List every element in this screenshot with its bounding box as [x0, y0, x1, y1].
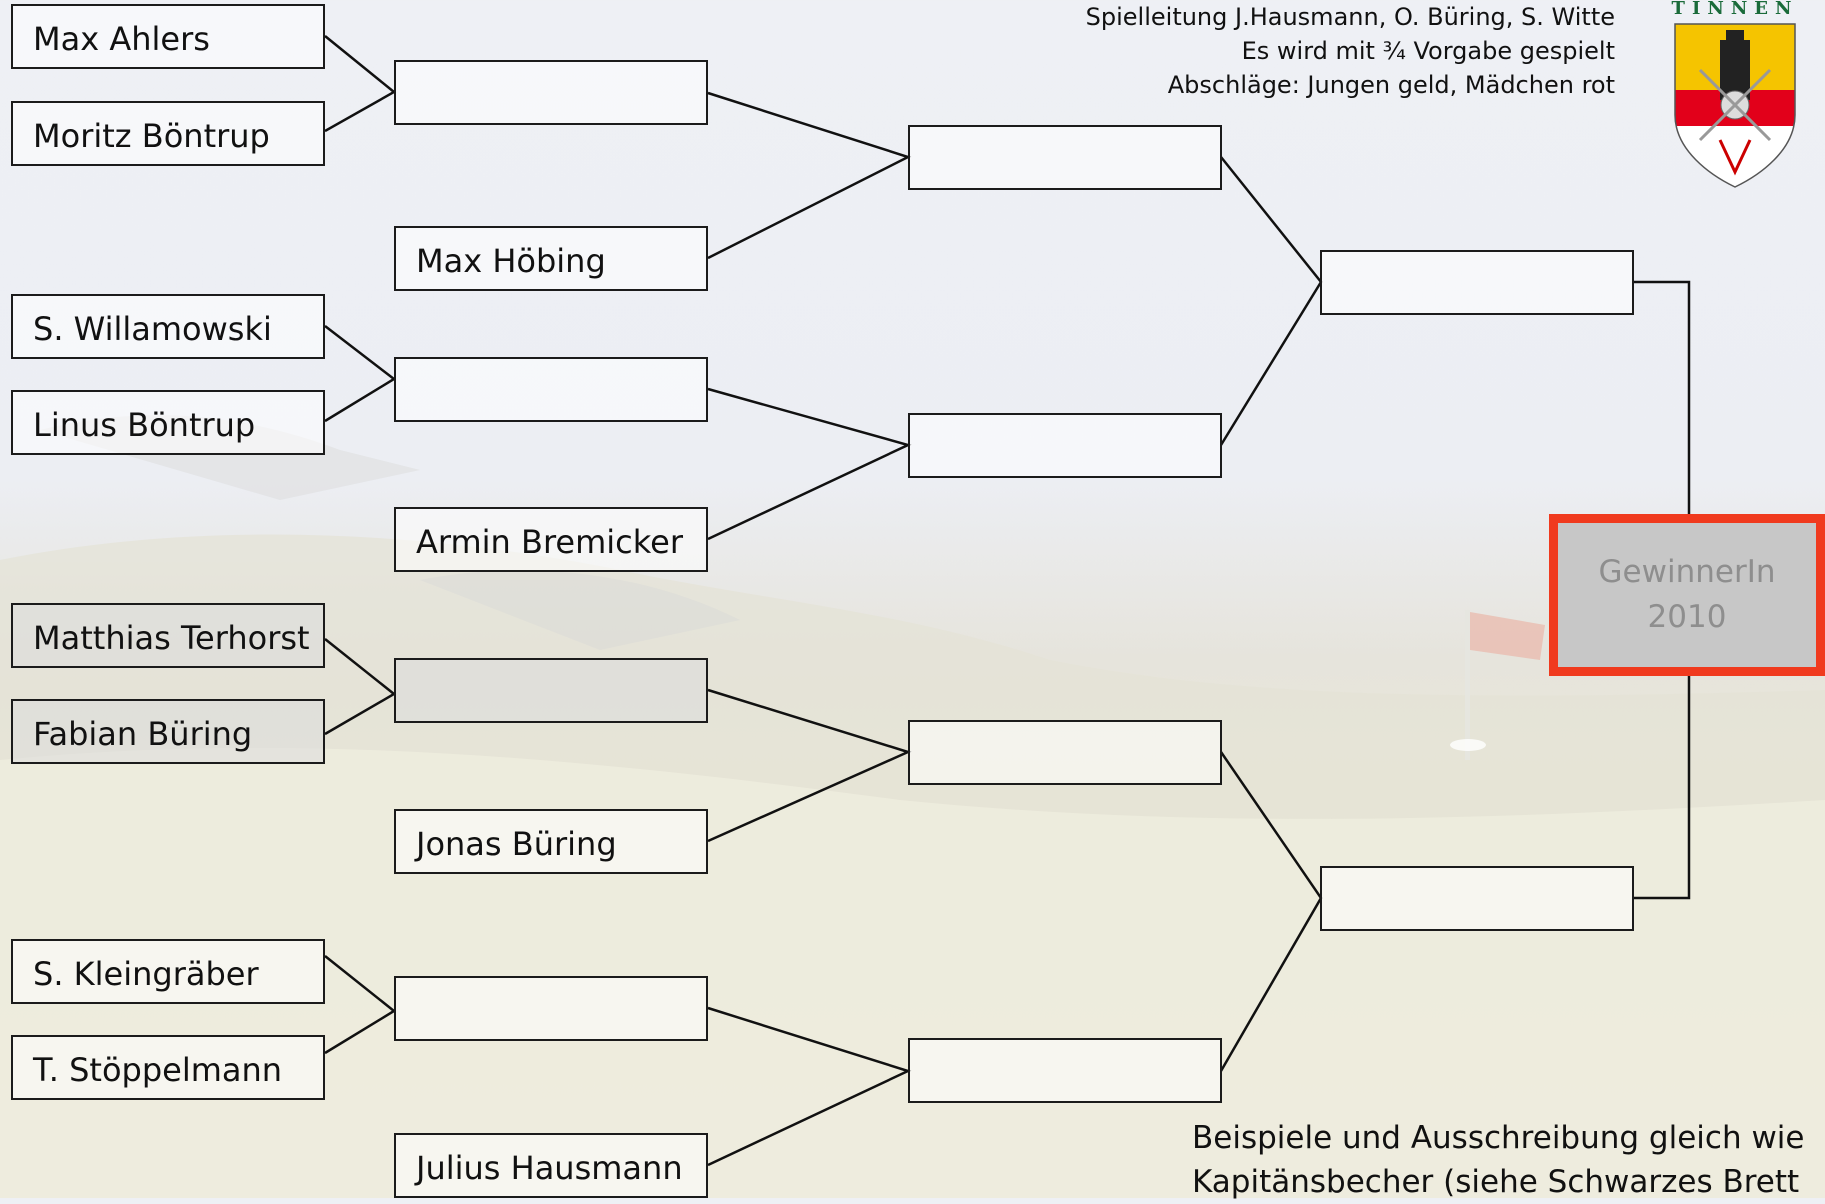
r2-slot-3[interactable]	[394, 658, 708, 723]
connector-r1-c	[324, 638, 397, 736]
info-handicap: Es wird mit ¾ Vorgabe gespielt	[1241, 37, 1615, 65]
qf-slot-2[interactable]	[908, 413, 1222, 478]
r2-player-1[interactable]: Max Höbing	[394, 226, 708, 291]
tournament-info: Spielleitung J.Hausmann, O. Büring, S. W…	[1086, 0, 1615, 102]
r2-slot-4[interactable]	[394, 976, 708, 1041]
winner-label: GewinnerIn	[1598, 554, 1776, 590]
connector-sf-b	[1634, 676, 1691, 900]
winner-year: 2010	[1647, 599, 1727, 635]
connector-r1-d	[324, 955, 397, 1055]
qf-slot-1[interactable]	[908, 125, 1222, 190]
r2-player-3[interactable]: Jonas Büring	[394, 809, 708, 874]
qf-slot-4[interactable]	[908, 1038, 1222, 1103]
r1-player-3[interactable]: S. Willamowski	[11, 294, 325, 359]
connector-r2-d	[707, 1006, 912, 1167]
footer-line-2: Kapitänsbecher (siehe Schwarzes Brett	[1192, 1164, 1800, 1200]
r1-player-2[interactable]: Moritz Böntrup	[11, 101, 325, 166]
connector-qf-a	[1219, 156, 1323, 446]
crest-text: TINNEN	[1671, 0, 1799, 19]
qf-slot-3[interactable]	[908, 720, 1222, 785]
r1-player-7[interactable]: S. Kleingräber	[11, 939, 325, 1004]
sf-slot-2[interactable]	[1320, 866, 1634, 931]
connector-r2-c	[707, 688, 912, 843]
r2-player-2[interactable]: Armin Bremicker	[394, 507, 708, 572]
r2-slot-1[interactable]	[394, 60, 708, 125]
connector-r1-b	[324, 325, 397, 423]
r2-player-4[interactable]: Julius Hausmann	[394, 1133, 708, 1198]
club-crest: TINNEN	[1660, 0, 1810, 190]
r1-player-6[interactable]: Fabian Büring	[11, 699, 325, 764]
winner-box[interactable]: GewinnerIn 2010	[1549, 514, 1825, 676]
crest-shield-icon	[1674, 23, 1796, 188]
connector-r2-b	[707, 387, 912, 541]
connector-sf-a	[1634, 280, 1691, 516]
connector-qf-b	[1219, 751, 1323, 1072]
footer-note: Beispiele und Ausschreibung gleich wie K…	[1192, 1116, 1805, 1204]
info-tees: Abschläge: Jungen geld, Mädchen rot	[1167, 71, 1615, 99]
connector-r2-a	[707, 91, 912, 260]
r1-player-4[interactable]: Linus Böntrup	[11, 390, 325, 455]
sf-slot-1[interactable]	[1320, 250, 1634, 315]
r1-player-8[interactable]: T. Stöppelmann	[11, 1035, 325, 1100]
r1-player-5[interactable]: Matthias Terhorst	[11, 603, 325, 668]
footer-line-1: Beispiele und Ausschreibung gleich wie	[1192, 1120, 1805, 1156]
info-organizers: Spielleitung J.Hausmann, O. Büring, S. W…	[1085, 3, 1615, 31]
r2-slot-2[interactable]	[394, 357, 708, 422]
connector-r1-a	[324, 35, 397, 133]
r1-player-1[interactable]: Max Ahlers	[11, 4, 325, 69]
